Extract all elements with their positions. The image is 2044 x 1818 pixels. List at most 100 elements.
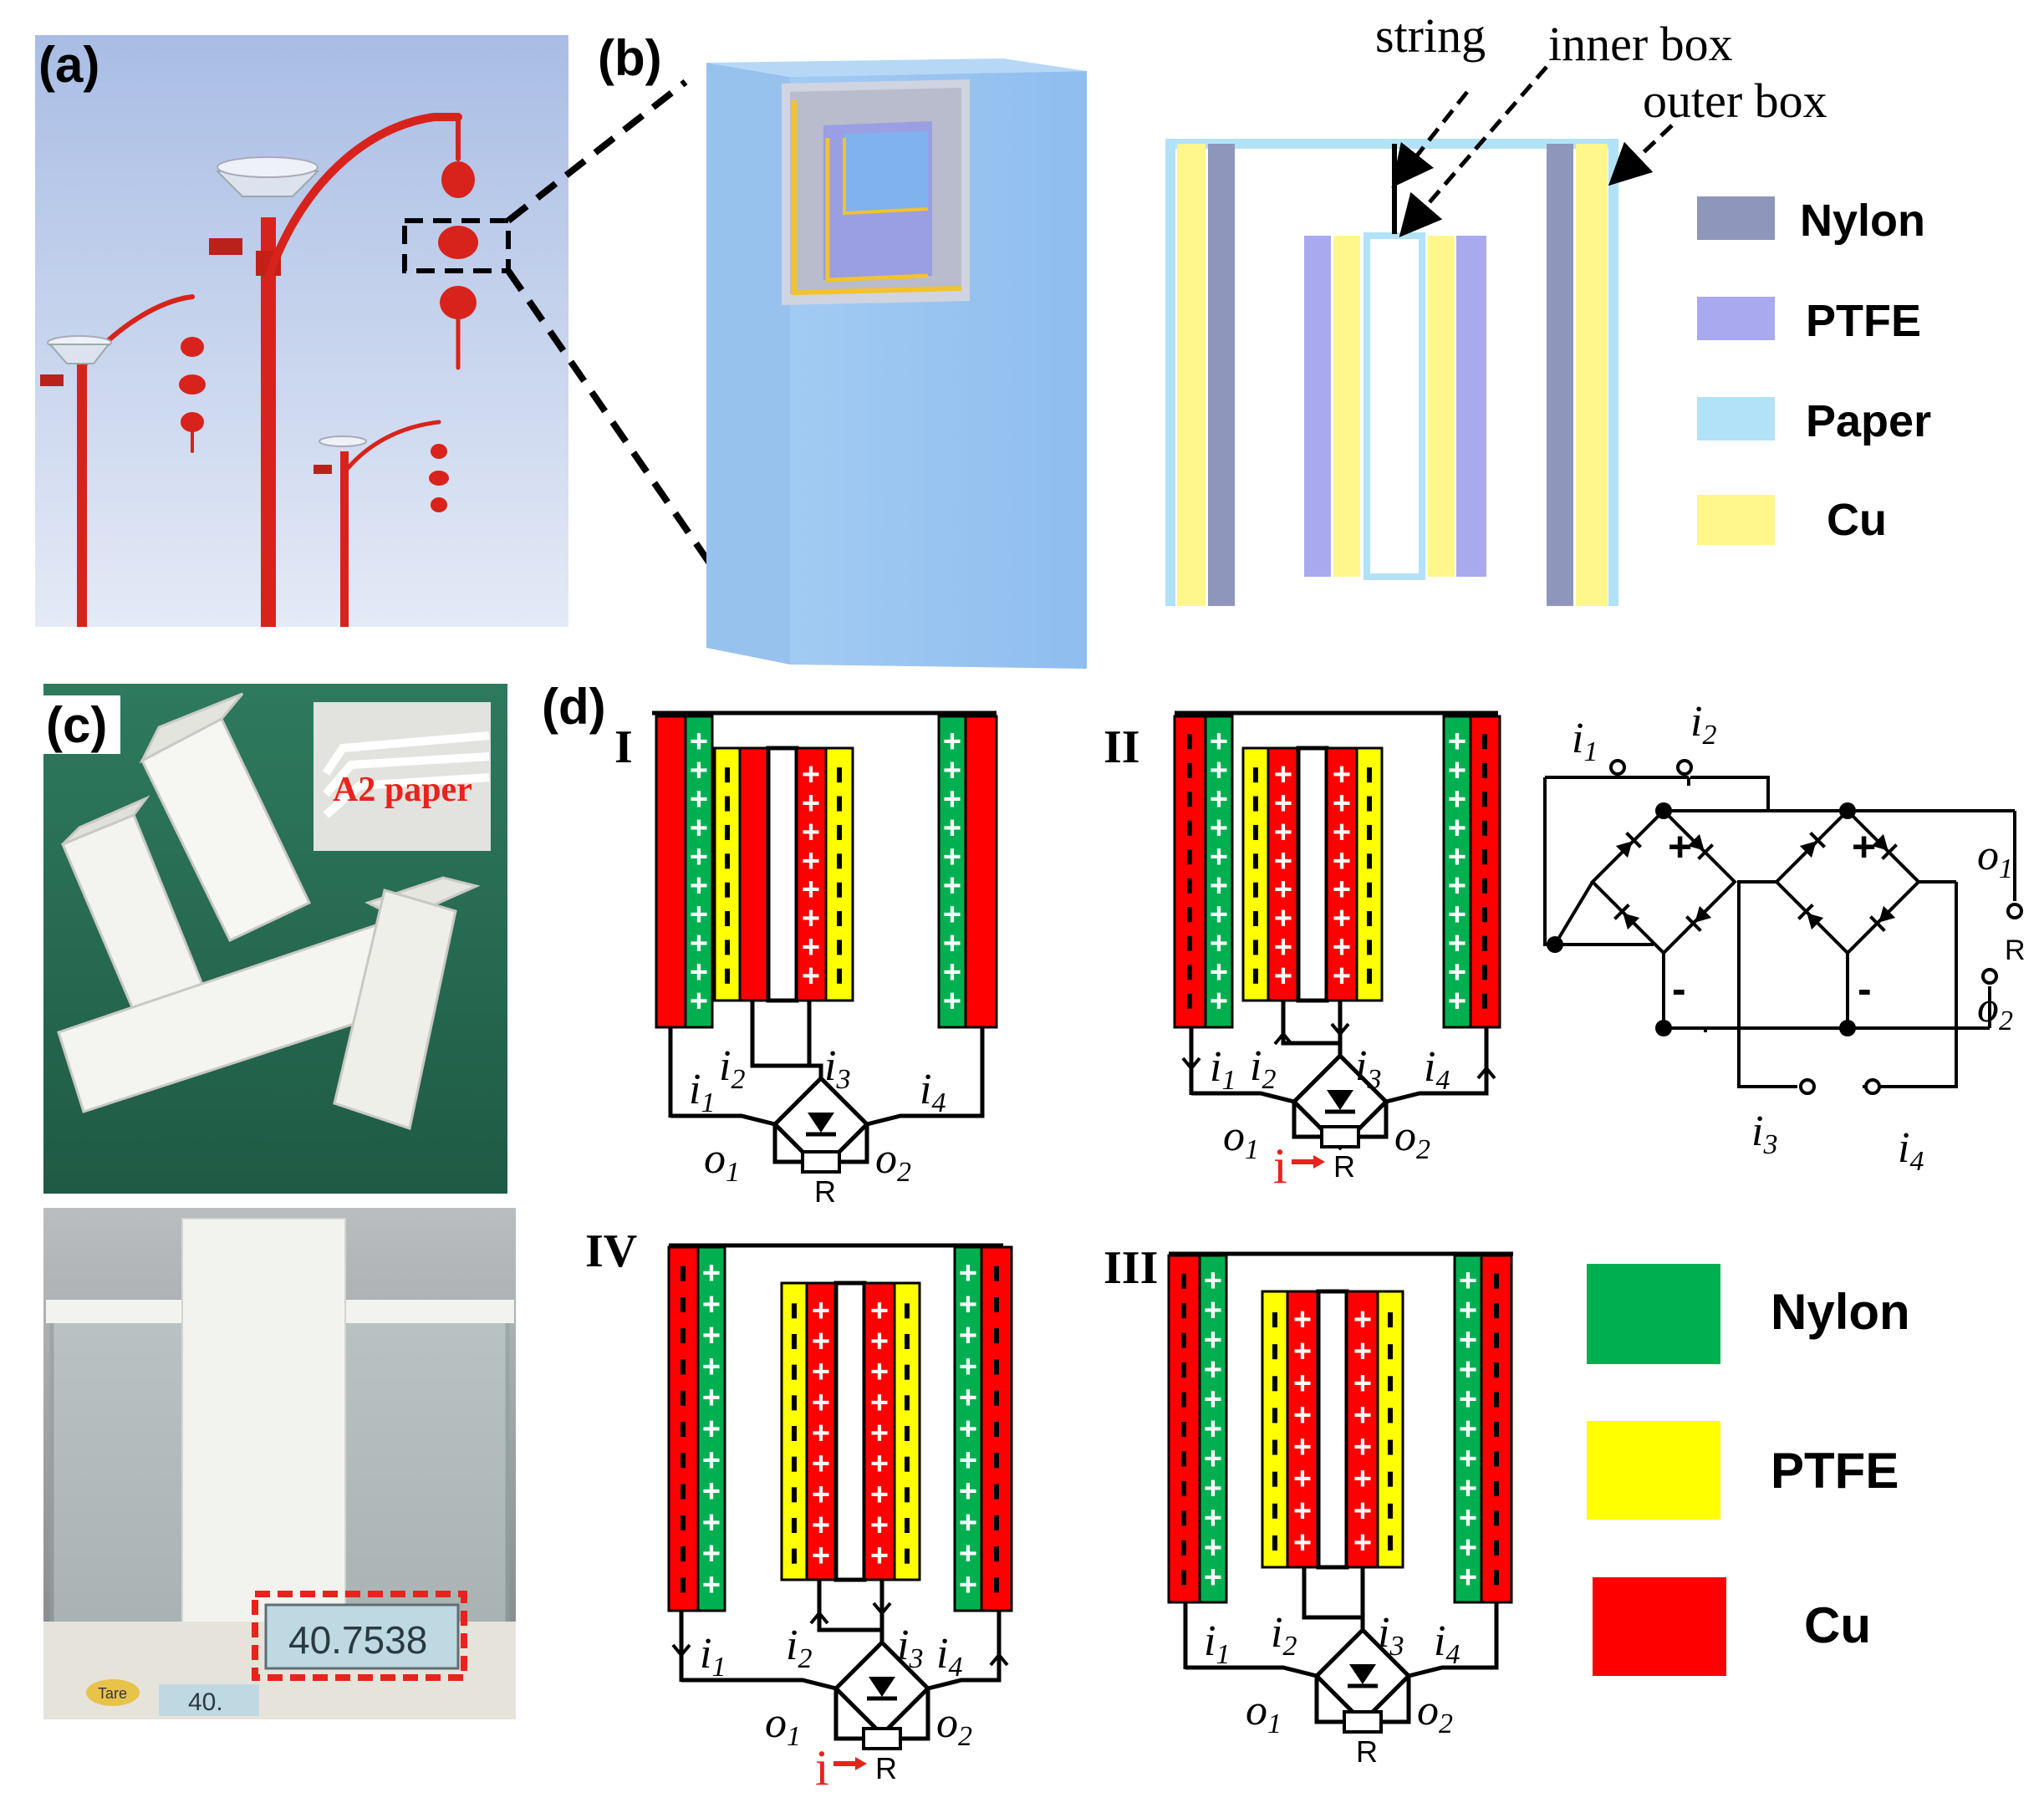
label-o1: o1 — [704, 1135, 740, 1188]
charge-mark: + — [690, 984, 708, 1019]
charge-mark: + — [1210, 811, 1228, 846]
charge-mark: + — [702, 1443, 721, 1478]
charge-mark — [1494, 1332, 1499, 1348]
charge-mark: + — [802, 757, 820, 792]
charge-mark: + — [1353, 1302, 1372, 1337]
bridge-diodes — [1613, 832, 1898, 932]
charge-mark: + — [1333, 873, 1351, 908]
charge-mark — [1181, 1392, 1186, 1408]
tare-text: Tare — [98, 1685, 127, 1702]
charge-mark — [725, 824, 730, 840]
charge-mark — [1388, 1344, 1393, 1360]
charge-mark — [1187, 734, 1192, 750]
charge-mark: + — [1204, 1293, 1222, 1328]
wire-i4 — [1408, 1602, 1499, 1678]
charge-mark — [905, 1548, 910, 1564]
charge-mark — [905, 1395, 910, 1411]
inset-sheets — [322, 731, 490, 818]
charge-mark — [680, 1453, 686, 1469]
charge-mark: + — [959, 1381, 977, 1416]
charge-mark — [994, 1422, 999, 1437]
charge-mark — [837, 882, 842, 898]
charge-mark — [1388, 1503, 1393, 1519]
charge-mark: + — [702, 1474, 721, 1510]
charge-mark — [680, 1422, 686, 1437]
charge-mark — [1272, 1408, 1277, 1423]
charge-mark: + — [1448, 926, 1466, 961]
label-i2: i2 — [719, 1042, 745, 1095]
charge-mark: + — [802, 815, 820, 850]
charge-mark: + — [1353, 1494, 1372, 1529]
charge-mark — [1253, 882, 1258, 898]
charge-mark — [1187, 878, 1192, 894]
charge-mark: + — [702, 1381, 721, 1416]
diode-icon — [869, 1677, 895, 1697]
callout-string: string — [1375, 8, 1486, 63]
charge-mark — [792, 1548, 797, 1564]
resistor-label: R — [814, 1174, 836, 1209]
charge-mark — [837, 796, 842, 812]
charge-mark — [1187, 849, 1192, 865]
charge-mark: + — [870, 1385, 889, 1420]
charge-mark: + — [1293, 1366, 1312, 1401]
charge-mark: + — [1448, 897, 1466, 932]
charge-mark: + — [1448, 753, 1466, 788]
charge-mark: + — [812, 1324, 830, 1359]
bridge-i3: i3 — [1751, 1108, 1777, 1160]
charge-mark: + — [702, 1349, 721, 1384]
charge-mark: + — [870, 1293, 889, 1328]
charge-mark: + — [812, 1355, 830, 1390]
charge-mark — [1367, 796, 1372, 812]
zoom-box — [402, 218, 511, 273]
charge-mark: + — [1293, 1302, 1312, 1337]
bridge-plus-right: + — [1852, 823, 1876, 870]
paper-box-on-scale — [181, 1218, 346, 1629]
charge-mark — [1253, 968, 1258, 984]
arrow-i2 — [1273, 1031, 1293, 1046]
charge-mark — [1187, 762, 1192, 778]
outer-nylon-right — [1547, 144, 1573, 606]
charge-mark — [1482, 849, 1487, 865]
label-o2: o2 — [1394, 1113, 1430, 1165]
charge-mark: + — [959, 1349, 977, 1384]
charge-mark — [1482, 734, 1487, 750]
charge-mark: + — [1459, 1323, 1477, 1358]
charge-mark: + — [812, 1477, 830, 1512]
callout-outer-box: outer box — [1643, 74, 1827, 128]
wire-i1-to-bridge — [1185, 1665, 1318, 1678]
label-i3: i3 — [897, 1622, 923, 1674]
charge-mark: + — [812, 1385, 830, 1420]
bridge-diode — [1687, 833, 1714, 860]
label-o1: o1 — [1246, 1687, 1282, 1739]
legend-d-swatch-nylon — [1587, 1264, 1720, 1364]
arrow-i4 — [1476, 1065, 1496, 1080]
callouts: string inner box outer box — [1375, 8, 1827, 237]
bridge-o2: o2 — [1977, 984, 2013, 1036]
charge-mark: + — [1204, 1560, 1222, 1595]
legend-d-label-ptfe: PTFE — [1771, 1443, 1899, 1499]
label-o1: o1 — [765, 1699, 801, 1752]
charge-mark — [1482, 993, 1487, 1009]
label-i1: i1 — [689, 1066, 715, 1118]
legend-b-swatch-paper — [1697, 397, 1775, 440]
charge-mark: + — [870, 1416, 889, 1451]
charge-mark: + — [702, 1505, 721, 1540]
charge-mark: + — [1459, 1264, 1477, 1299]
charge-mark — [1187, 820, 1192, 836]
resistor — [1320, 1125, 1360, 1148]
wire-o1 — [1314, 1676, 1344, 1724]
charge-mark — [725, 940, 730, 955]
charge-mark — [1181, 1422, 1186, 1437]
charge-mark: + — [1210, 897, 1228, 932]
charge-mark — [1494, 1570, 1499, 1586]
bridge-diode — [1797, 904, 1824, 930]
charge-mark — [1181, 1273, 1186, 1289]
charge-mark: + — [690, 753, 708, 788]
label-i2: i2 — [1271, 1609, 1297, 1662]
charge-mark: + — [959, 1536, 977, 1571]
charge-mark: + — [1204, 1264, 1222, 1299]
charge-mark: + — [1204, 1500, 1222, 1535]
charge-mark: + — [812, 1508, 830, 1543]
